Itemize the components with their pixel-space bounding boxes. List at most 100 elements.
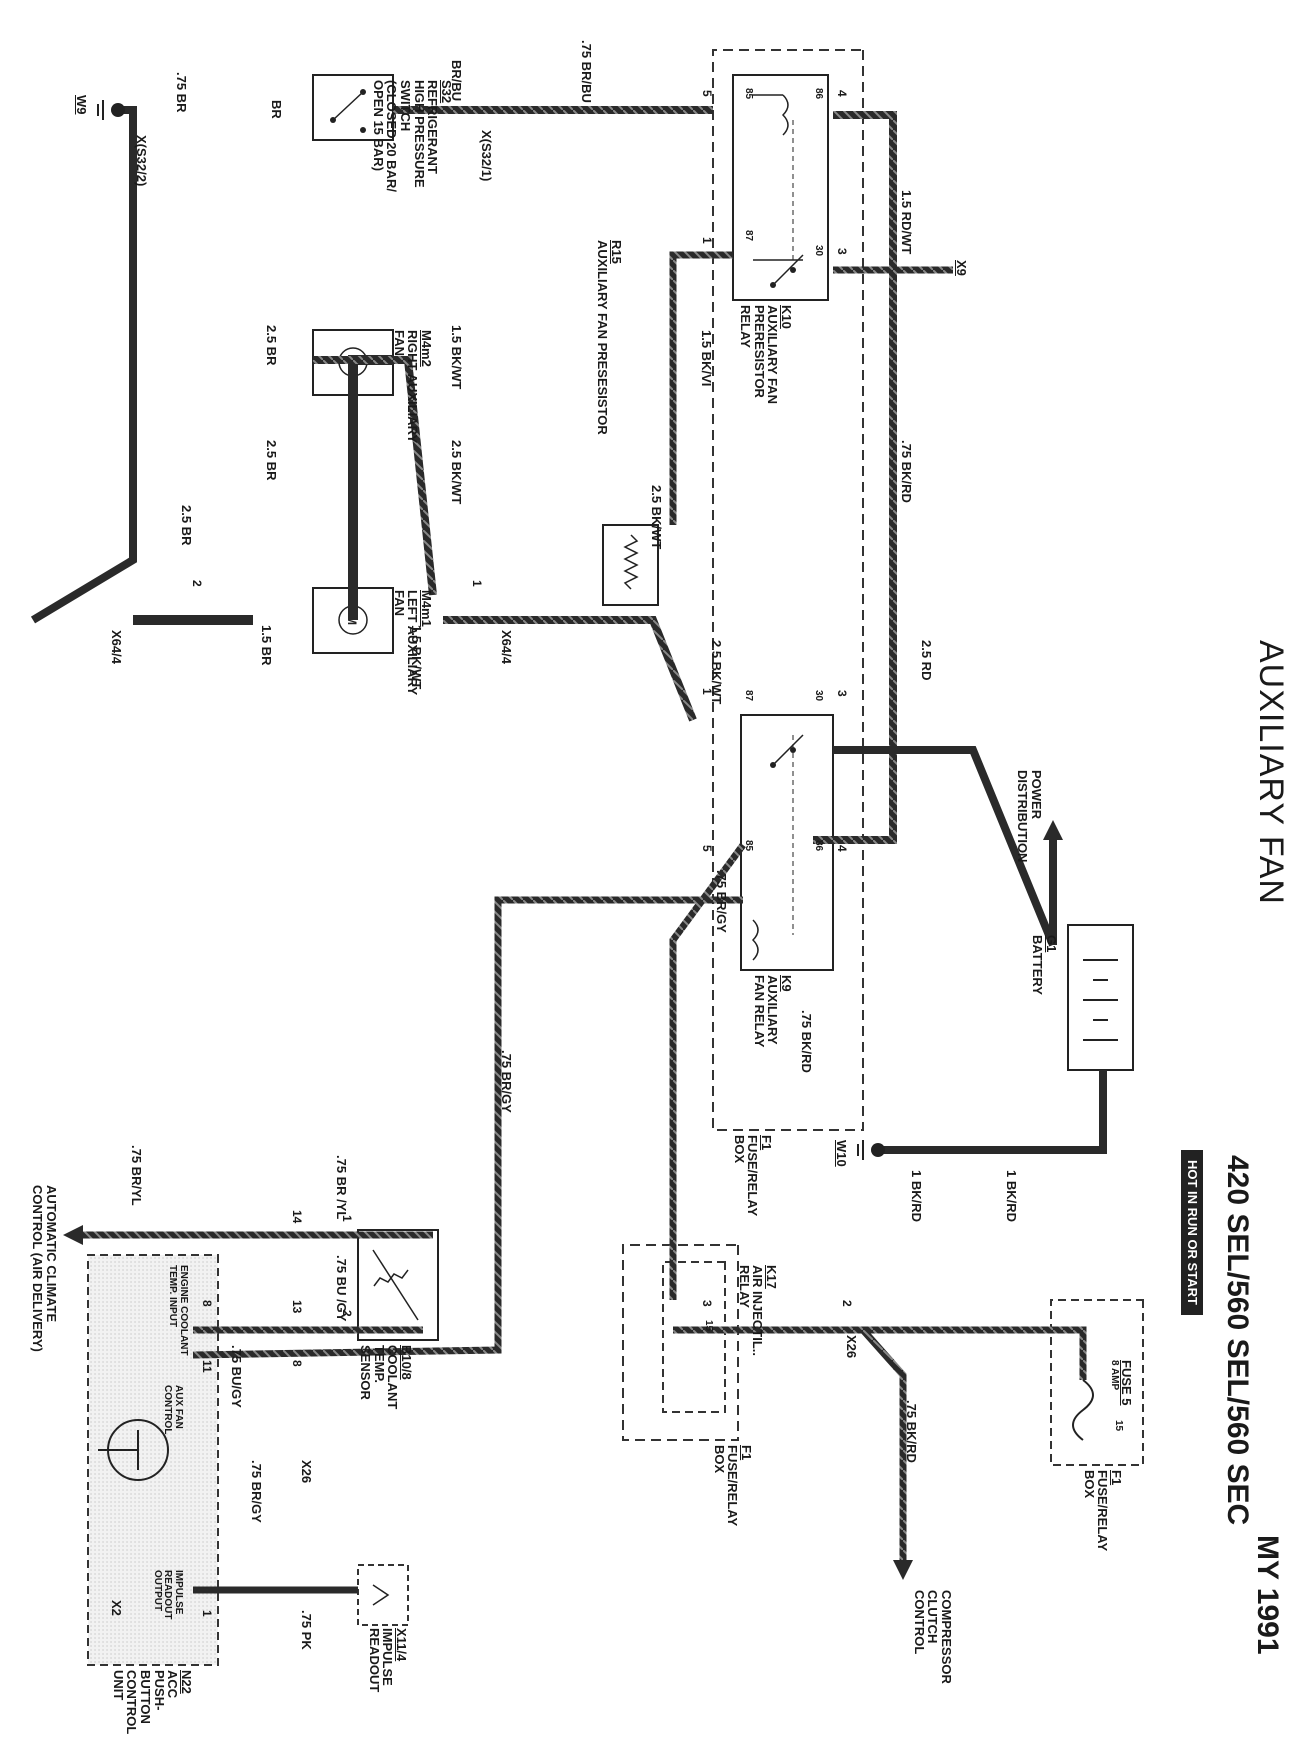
connector-x64-4b: X64/4 xyxy=(499,630,514,664)
wire-15-bk-wt-right-fan xyxy=(313,356,437,596)
n22-pin-13: 13 xyxy=(290,1300,304,1314)
title-year: MY 1991 xyxy=(1251,1535,1284,1655)
wire-75-bk-rd-vertical xyxy=(813,111,897,844)
w9-label: W9 xyxy=(74,95,89,115)
wire-label-25-br-b: 2.5 BR xyxy=(264,440,279,481)
connector-x26a: X26 xyxy=(844,1335,859,1359)
wire-75-br-gy xyxy=(192,896,743,1359)
wire-label-75-br-yl-a: .75 BR/YL xyxy=(129,1145,144,1206)
x64-pin-2: 2 xyxy=(190,580,204,587)
wire-label-15-rd-wt: 1.5 RD/WT xyxy=(899,190,914,255)
wire-label-15-bk-wt-b: 1.5 BK/WT xyxy=(409,625,424,690)
title-models: 420 SEL/560 SEL/560 SEC xyxy=(1221,1155,1254,1526)
k10-relay-box xyxy=(732,74,829,301)
wire-25-rd xyxy=(833,746,1057,947)
wire-75-br-ground xyxy=(30,106,137,624)
wire-label-15-br: 1.5 BR xyxy=(259,625,274,666)
k10-pin-87: 87 xyxy=(743,230,754,242)
k9-pin-1: 1 xyxy=(700,688,714,695)
connector-x2: X2 xyxy=(109,1600,124,1616)
k10-pin-30: 30 xyxy=(813,245,824,257)
k10-pin-5: 5 xyxy=(700,90,714,97)
k10-pin-86: 86 xyxy=(813,88,824,100)
k10-pin-85: 85 xyxy=(743,88,754,100)
wire-1-bk-rd xyxy=(673,1326,1087,1380)
wire-label-75-bk-rd-b: .75 BK/RD xyxy=(799,1010,814,1073)
w9-ground-icon xyxy=(97,100,125,120)
wire-label-25-bk-wt-a: 2.5 BK/WT xyxy=(449,440,464,505)
r15-preresistor xyxy=(602,524,659,606)
k10-coil xyxy=(781,94,789,136)
x9-label: X9 xyxy=(954,260,969,276)
n22-push-button-control-unit xyxy=(87,1254,219,1666)
b10-pin-2: 2 xyxy=(340,1310,354,1317)
x64-pin-1: 1 xyxy=(470,580,484,587)
n22-pin-11: 11 xyxy=(200,1360,214,1373)
wire-15-bk-vi xyxy=(669,251,733,525)
diagram-title: AUXILIARY FAN xyxy=(1252,640,1290,905)
w10-label: W10 xyxy=(834,1140,849,1167)
wire-label-br-bu: BR/BU xyxy=(449,60,464,102)
k10-pin-1: 1 xyxy=(700,237,714,244)
k9-pin-87: 87 xyxy=(743,690,754,702)
wire-label-25-bk-wt-b: 2.5 BK/WT xyxy=(649,485,664,550)
b10-pin-1: 1 xyxy=(340,1215,354,1222)
n22-pin-8a: 8 xyxy=(200,1300,214,1307)
f1-fuse-relay-box-k17 xyxy=(622,1244,739,1441)
f1-fuse-relay-box-top xyxy=(712,49,864,1131)
wire-label-15-bk-vi: 1.5 BK/VI xyxy=(699,330,714,387)
wire-label-75-br-gy-c: .75 BR/GY xyxy=(249,1460,264,1523)
n22-pin-14: 14 xyxy=(290,1210,304,1224)
wire-label-25-br-c: 2.5 BR xyxy=(179,505,194,546)
x11-4-impulse-readout-box xyxy=(357,1564,409,1626)
connector-xs32-2: X(S32/2) xyxy=(134,135,149,187)
x26-pin-2: 2 xyxy=(840,1300,854,1307)
k9-pin-86: 86 xyxy=(813,840,824,852)
wire-25-br-right-fan xyxy=(348,355,393,620)
wire-label-75-bu-gy-b: .75 BU/GY xyxy=(229,1345,244,1408)
k17-pin-3: 3 xyxy=(700,1300,714,1307)
connector-x26b: X26 xyxy=(299,1460,314,1484)
fuse5-pin-15: 15 xyxy=(1113,1420,1124,1432)
wire-label-75-br-yl-b: .75 BR /YL xyxy=(334,1155,349,1220)
wire-label-25-rd: 2.5 RD xyxy=(919,640,934,681)
k10-pin-4: 4 xyxy=(835,90,849,97)
k9-pin-30: 30 xyxy=(813,690,824,702)
k9-coil xyxy=(751,919,759,961)
wire-75-bk-rd-compressor xyxy=(860,1327,907,1560)
wire-label-75-pk: .75 PK xyxy=(299,1610,314,1650)
wire-label-75-br-gy-b: .75 BR/GY xyxy=(499,1050,514,1113)
wire-label-75-br: .75 BR xyxy=(174,72,189,113)
fuse5-box xyxy=(1050,1299,1144,1466)
k10-pin-3: 3 xyxy=(835,248,849,255)
k9-pin-3: 3 xyxy=(835,690,849,697)
connector-xs32-1: X(S32/1) xyxy=(479,130,494,182)
wire-label-15-bk-wt-a: 1.5 BK/WT xyxy=(449,325,464,390)
wire-25-bk-wt-left-fan xyxy=(443,616,697,722)
wire-label-75-br-bu: .75 BR/BU xyxy=(579,40,594,103)
k17-pin-15: 15 xyxy=(703,1320,714,1332)
wire-label-75-bk-rd-c: .75 BK/RD xyxy=(904,1400,919,1463)
w10-ground-icon xyxy=(857,1140,885,1160)
